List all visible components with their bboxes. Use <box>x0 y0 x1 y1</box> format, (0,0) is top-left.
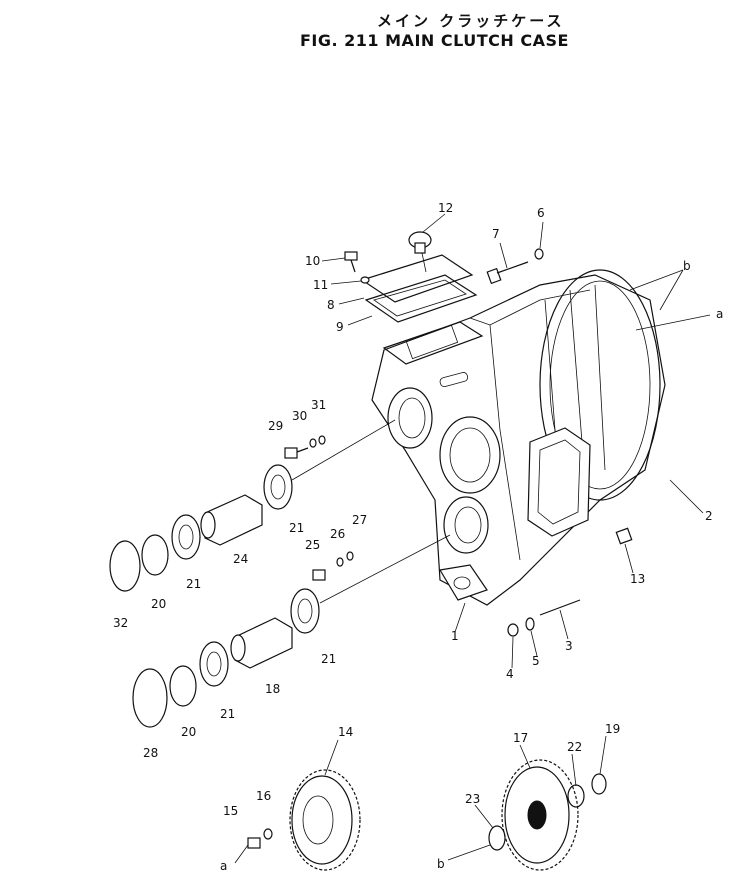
callout-22: 22 <box>567 740 582 754</box>
bolt-and-washer-top <box>486 248 544 285</box>
upper-shaft-assembly <box>109 419 396 592</box>
callout-15: 15 <box>223 804 238 818</box>
callout-3: 3 <box>565 639 573 653</box>
callout-26: 26 <box>330 527 345 541</box>
callout-24: 24 <box>233 552 248 566</box>
callout-21-upper-left: 21 <box>186 577 201 591</box>
lower-shaft-assembly <box>132 534 451 728</box>
callout-30: 30 <box>292 409 307 423</box>
callout-b-bottom: b <box>437 857 445 871</box>
callout-13: 13 <box>630 572 645 586</box>
callout-b-right: b <box>683 259 691 273</box>
callout-labels: 1 2 3 4 5 6 7 8 9 10 11 12 13 14 15 16 1… <box>113 201 723 873</box>
callout-21-upper-right: 21 <box>289 521 304 535</box>
callout-a-bottom: a <box>220 859 227 873</box>
callout-25: 25 <box>305 538 320 552</box>
callout-21-lower-right: 21 <box>321 652 336 666</box>
callout-18: 18 <box>265 682 280 696</box>
callout-23: 23 <box>465 792 480 806</box>
callout-17: 17 <box>513 731 528 745</box>
callout-9: 9 <box>336 320 344 334</box>
title-english: FIG. 211 MAIN CLUTCH CASE <box>300 31 569 50</box>
callout-2: 2 <box>705 509 713 523</box>
gear-17 <box>488 759 607 871</box>
callout-10: 10 <box>305 254 320 268</box>
callout-14: 14 <box>338 725 353 739</box>
gear-14 <box>247 769 361 871</box>
callout-5: 5 <box>532 654 540 668</box>
callout-a-right: a <box>716 307 723 321</box>
top-cover-assembly <box>344 231 478 323</box>
callout-11: 11 <box>313 278 328 292</box>
callout-7: 7 <box>492 227 500 241</box>
callout-31: 31 <box>311 398 326 412</box>
callout-20-upper: 20 <box>151 597 166 611</box>
callout-19: 19 <box>605 722 620 736</box>
callout-28: 28 <box>143 746 158 760</box>
callout-8: 8 <box>327 298 335 312</box>
callout-21-lower-left: 21 <box>220 707 235 721</box>
stud-nut-assembly <box>507 527 633 637</box>
callout-4: 4 <box>506 667 514 681</box>
callout-12: 12 <box>438 201 453 215</box>
title-japanese: メイン クラッチケース <box>377 12 565 30</box>
callout-32: 32 <box>113 616 128 630</box>
clutch-case-body <box>371 269 666 606</box>
leader-lines <box>234 213 711 864</box>
callout-1: 1 <box>451 629 459 643</box>
callout-27: 27 <box>352 513 367 527</box>
callout-20-lower: 20 <box>181 725 196 739</box>
callout-16: 16 <box>256 789 271 803</box>
callout-29: 29 <box>268 419 283 433</box>
callout-6: 6 <box>537 206 545 220</box>
